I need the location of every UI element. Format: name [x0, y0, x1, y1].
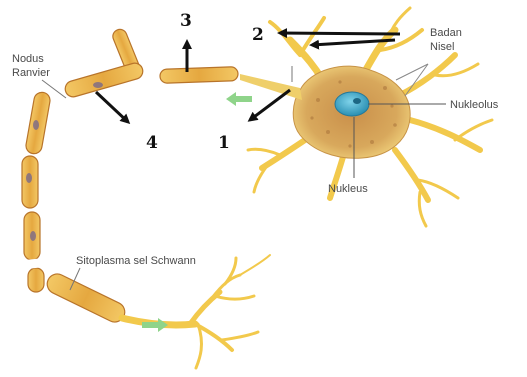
number-3: 3: [180, 11, 192, 31]
arrow-1: [250, 90, 290, 120]
nucleolus: [353, 98, 361, 104]
label-nodus: Nodus: [12, 53, 44, 65]
myelin-sheath: [22, 27, 238, 325]
nucleus: [335, 92, 369, 116]
arrow-2: [280, 33, 400, 34]
number-4: 4: [146, 133, 158, 153]
axon-terminal: [122, 255, 270, 368]
label-nukleus: Nukleus: [328, 183, 368, 195]
label-ranvier: Ranvier: [12, 67, 50, 79]
label-sitoplasma: Sitoplasma sel Schwann: [76, 255, 196, 267]
number-2: 2: [252, 25, 264, 45]
leader-badan-1: [396, 64, 428, 80]
label-nukleolus: Nukleolus: [450, 99, 499, 111]
arrow-4: [96, 92, 128, 122]
label-badan: Badan: [430, 27, 462, 39]
label-nisel: Nisel: [430, 41, 454, 53]
impulse-arrow-soma: [226, 92, 252, 106]
number-1: 1: [218, 133, 230, 153]
